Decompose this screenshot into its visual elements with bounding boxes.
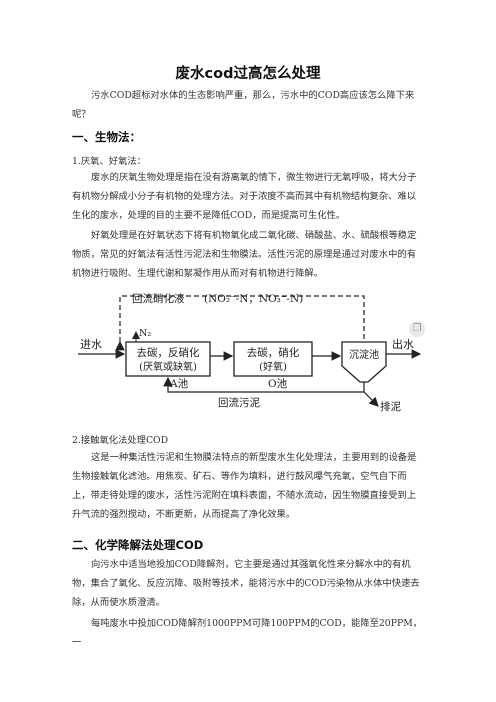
tank-o-name: O池 [268, 377, 288, 390]
sludge-out-label: 排泥 [380, 400, 401, 413]
paragraph-aerobic: 好氧处理是在好氧状态下将有机物氧化成二氧化碳、硝酸盐、水、硫酸根等稳定物质，常见… [72, 230, 417, 279]
n2-label: N₂ [139, 328, 151, 339]
inlet-label: 进水 [80, 338, 102, 351]
paragraph-chemical-1: 向污水中适当地投加COD降解剂，它主要是通过其强氧化性来分解水中的有机物，集合了… [72, 559, 420, 608]
recycle-label: 回流硝化液 [132, 292, 185, 305]
paragraph-chemical-2: 每吨废水中投加COD降解剂1000PPM可降100PPM的COD，能降至20PP… [72, 618, 423, 648]
copy-icon[interactable]: ❐ [409, 321, 425, 337]
tank-a-name: A池 [169, 377, 189, 390]
tank-o-line1: 去碳，硝化 [247, 346, 300, 359]
outlet-label: 出水 [392, 337, 414, 351]
clarifier-label: 沉淀池 [349, 348, 379, 361]
tank-a-line2: (厌氧或缺氧) [139, 360, 197, 373]
subheading-contact-oxidation: 2.接触氧化法处理COD [72, 435, 169, 446]
clarifier [341, 341, 387, 383]
paragraph-anaerobic: 废水的厌氧生物处理是指在没有游离氧的情下，微生物进行无氧呼吸，将大分子有机物分解… [72, 172, 417, 221]
sludge-out-arrow [363, 391, 379, 407]
recycle-dashed-line [115, 295, 365, 351]
section-heading-biological: 一、生物法： [72, 130, 141, 144]
tank-a [125, 341, 211, 377]
subheading-anaerobic-aerobic: 1.厌氧、好氧法： [72, 156, 146, 167]
nitrate-formula: (NO₂⁻-N，NO₃⁻-N) [204, 293, 303, 305]
tank-o [233, 341, 313, 377]
paragraph-contact-oxidation: 这是一种集活性污泥和生物膜法特点的新型废水生化处理法，主要用到的设备是生物接触氧… [72, 452, 417, 520]
sludge-return-line [163, 376, 365, 393]
ao-process-diagram: 回流硝化液 (NO₂⁻-N，NO₃⁻-N) N₂ 进水 去碳，反硝化 (厌氧或缺… [78, 292, 422, 413]
intro-paragraph: 污水COD超标对水体的生态影响严重，那么，污水中的COD高应该怎么降下来呢？ [72, 90, 415, 120]
tank-a-line1: 去碳，反硝化 [137, 346, 200, 359]
sludge-return-label: 回流污泥 [218, 396, 260, 409]
tank-o-line2: (好氧) [259, 360, 287, 373]
page-title: 废水cod过高怎么处理 [175, 66, 321, 82]
section-heading-chemical: 二、化学降解法处理COD [72, 538, 204, 552]
